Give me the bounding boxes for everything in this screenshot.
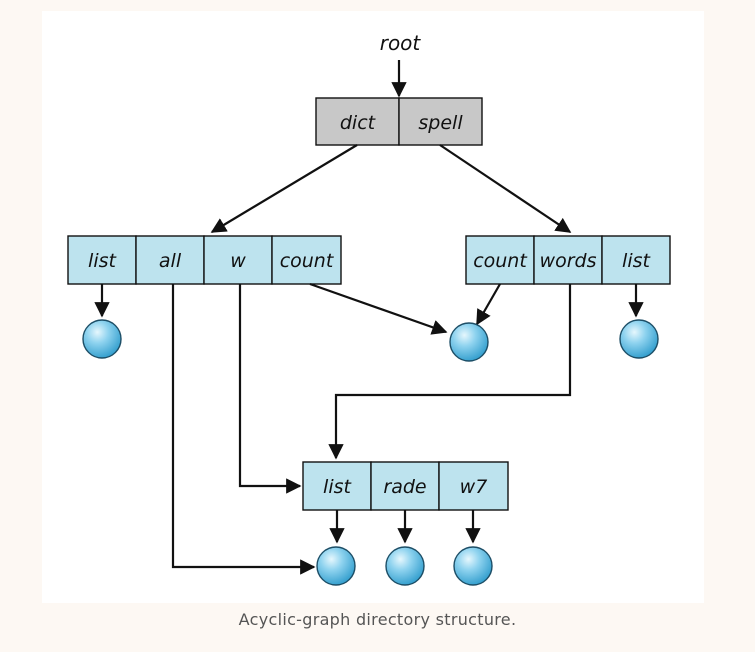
entry-label: spell xyxy=(418,112,463,134)
edge-spell-count-to-shared-file xyxy=(476,283,501,326)
file-node-icon[interactable] xyxy=(453,546,493,586)
entry-label: list xyxy=(323,476,352,498)
entry-label: all xyxy=(159,250,182,272)
directory-entry[interactable] xyxy=(302,461,372,511)
entry-label: count xyxy=(280,250,335,272)
entry-label: list xyxy=(622,250,651,272)
edge-spell-to-directory xyxy=(439,144,572,233)
file-node-icon[interactable] xyxy=(449,322,489,362)
file-node-icon[interactable] xyxy=(82,319,122,359)
file-node-icon[interactable] xyxy=(619,319,659,359)
edge-w-to-w-directory xyxy=(238,284,302,494)
directory-w: list rade w7 xyxy=(302,461,509,511)
directory-spell: count words list xyxy=(465,235,671,285)
directory-top: dict spell xyxy=(315,97,483,146)
directory-entry[interactable] xyxy=(135,235,205,285)
entry-label: w xyxy=(230,250,246,272)
directory-entry[interactable] xyxy=(370,461,440,511)
root-label: root xyxy=(380,31,422,55)
entry-label: words xyxy=(540,250,597,272)
directory-entry[interactable] xyxy=(601,235,671,285)
entry-label: dict xyxy=(340,112,377,134)
directory-entry[interactable] xyxy=(67,235,137,285)
directory-dict: list all w count xyxy=(67,235,342,285)
file-nodes xyxy=(82,319,659,586)
figure-caption: Acyclic-graph directory structure. xyxy=(238,610,517,629)
entry-label: count xyxy=(473,250,528,272)
edge-dict-to-directory xyxy=(210,144,358,233)
edge-count-to-shared-file xyxy=(309,282,448,335)
edge-words-to-w-directory xyxy=(328,284,572,460)
entry-label: list xyxy=(88,250,117,272)
file-node-icon[interactable] xyxy=(385,546,425,586)
entry-label: rade xyxy=(383,476,426,498)
edges xyxy=(94,144,644,575)
directory-entry[interactable] xyxy=(271,235,342,285)
entry-label: w7 xyxy=(460,476,488,498)
directory-entry[interactable] xyxy=(438,461,509,511)
directory-entry[interactable] xyxy=(315,97,400,146)
edge-all-to-file xyxy=(171,284,316,575)
file-node-icon[interactable] xyxy=(316,546,356,586)
